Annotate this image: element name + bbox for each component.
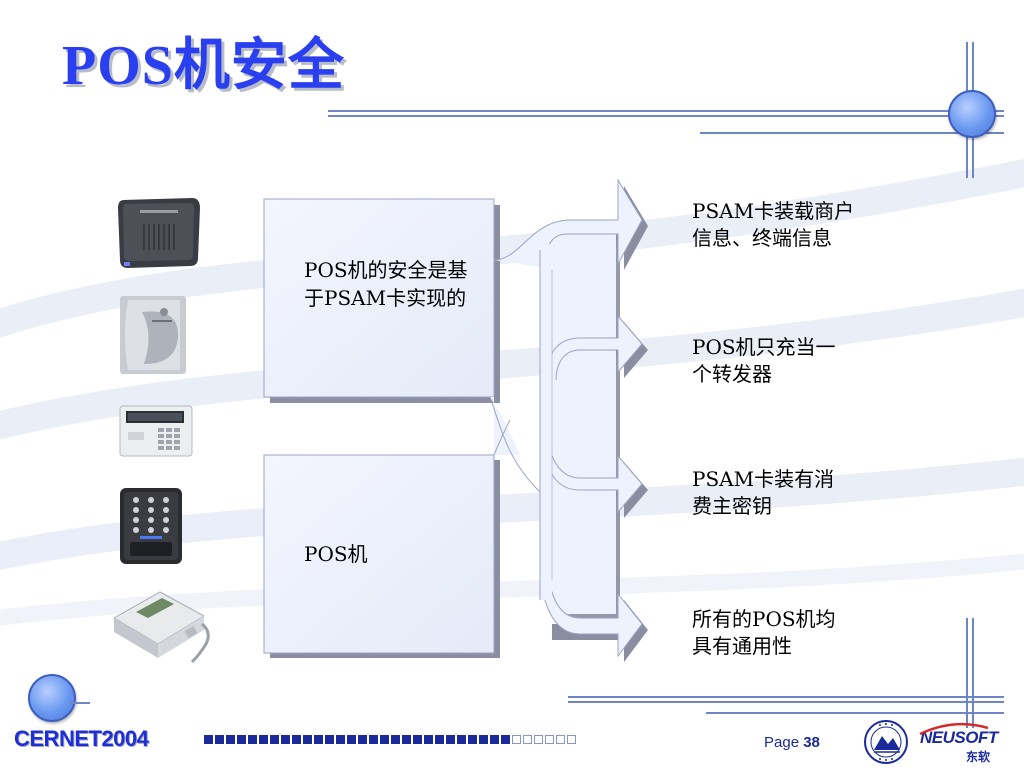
- neusoft-logo: NEUSOFT: [920, 728, 998, 747]
- progress-segment: [248, 735, 257, 744]
- progress-segment: [314, 735, 323, 744]
- output-label-3-line-2: 费主密钥: [692, 494, 772, 518]
- progress-segment: [468, 735, 477, 744]
- output-label-1: PSAM卡装载商户 信息、终端信息: [692, 198, 854, 252]
- progress-segment: [534, 735, 543, 744]
- source-label-1: POS机的安全是基 于PSAM卡实现的: [304, 256, 468, 312]
- progress-segment: [303, 735, 312, 744]
- output-label-3: PSAM卡装有消 费主密钥: [692, 466, 834, 520]
- page-label: Page: [764, 734, 800, 751]
- output-label-2-line-1: POS机只充当一: [692, 335, 836, 359]
- progress-segment: [556, 735, 565, 744]
- progress-segment: [479, 735, 488, 744]
- progress-segment: [424, 735, 433, 744]
- progress-segment: [237, 735, 246, 744]
- progress-segment: [380, 735, 389, 744]
- output-label-2: POS机只充当一 个转发器: [692, 334, 836, 388]
- university-seal-logo: [864, 720, 908, 764]
- slide-title: POS机安全: [62, 35, 345, 97]
- output-label-1-line-1: PSAM卡装载商户: [692, 199, 855, 223]
- progress-segment: [457, 735, 466, 744]
- progress-segment: [490, 735, 499, 744]
- source-box-2: [263, 454, 495, 654]
- progress-segment: [215, 735, 224, 744]
- source-label-2: POS机: [304, 540, 368, 568]
- progress-segment: [446, 735, 455, 744]
- progress-segment: [369, 735, 378, 744]
- progress-segment: [204, 735, 213, 744]
- progress-segment: [413, 735, 422, 744]
- source-label-1-line-1: POS机的安全是基: [304, 258, 468, 282]
- pos-terminal-display-image: [119, 405, 193, 457]
- output-label-4-line-1: 所有的POS机均: [692, 607, 836, 631]
- progress-segment: [347, 735, 356, 744]
- progress-segment: [512, 735, 521, 744]
- output-label-4-line-2: 具有通用性: [692, 634, 792, 658]
- progress-segment: [292, 735, 301, 744]
- source-label-2-line-1: POS机: [304, 542, 368, 566]
- output-label-4: 所有的POS机均 具有通用性: [692, 606, 836, 660]
- keypad-access-reader-image: [120, 488, 182, 564]
- progress-segment: [358, 735, 367, 744]
- progress-segment: [391, 735, 400, 744]
- page-number: 38: [803, 734, 820, 751]
- reader-module-cabled-image: [113, 591, 210, 664]
- source-box-1: [263, 198, 495, 398]
- output-label-2-line-2: 个转发器: [692, 362, 772, 386]
- progress-segment: [435, 735, 444, 744]
- card-reader-silver-image: [120, 296, 186, 374]
- neusoft-logo-chinese: 东软: [966, 750, 991, 764]
- output-label-1-line-2: 信息、终端信息: [692, 226, 832, 250]
- progress-segment: [336, 735, 345, 744]
- progress-segment: [281, 735, 290, 744]
- progress-segment: [402, 735, 411, 744]
- neusoft-swoosh-icon: [919, 722, 989, 736]
- card-reader-dark-image: [118, 198, 200, 268]
- progress-segment: [545, 735, 554, 744]
- footer-brand: CERNET2004: [14, 726, 149, 751]
- progress-segment: [567, 735, 576, 744]
- progress-segment: [270, 735, 279, 744]
- decor-circle-top: [948, 90, 996, 138]
- progress-segment: [259, 735, 268, 744]
- source-label-1-line-2: 于PSAM卡实现的: [304, 286, 467, 310]
- decor-circle-bottom: [28, 674, 76, 722]
- progress-segment: [523, 735, 532, 744]
- progress-segment: [325, 735, 334, 744]
- progress-segment: [226, 735, 235, 744]
- progress-segment: [501, 735, 510, 744]
- output-label-3-line-1: PSAM卡装有消: [692, 467, 835, 491]
- page-indicator: Page 38: [764, 734, 820, 751]
- slide-progress-bar: [204, 735, 576, 744]
